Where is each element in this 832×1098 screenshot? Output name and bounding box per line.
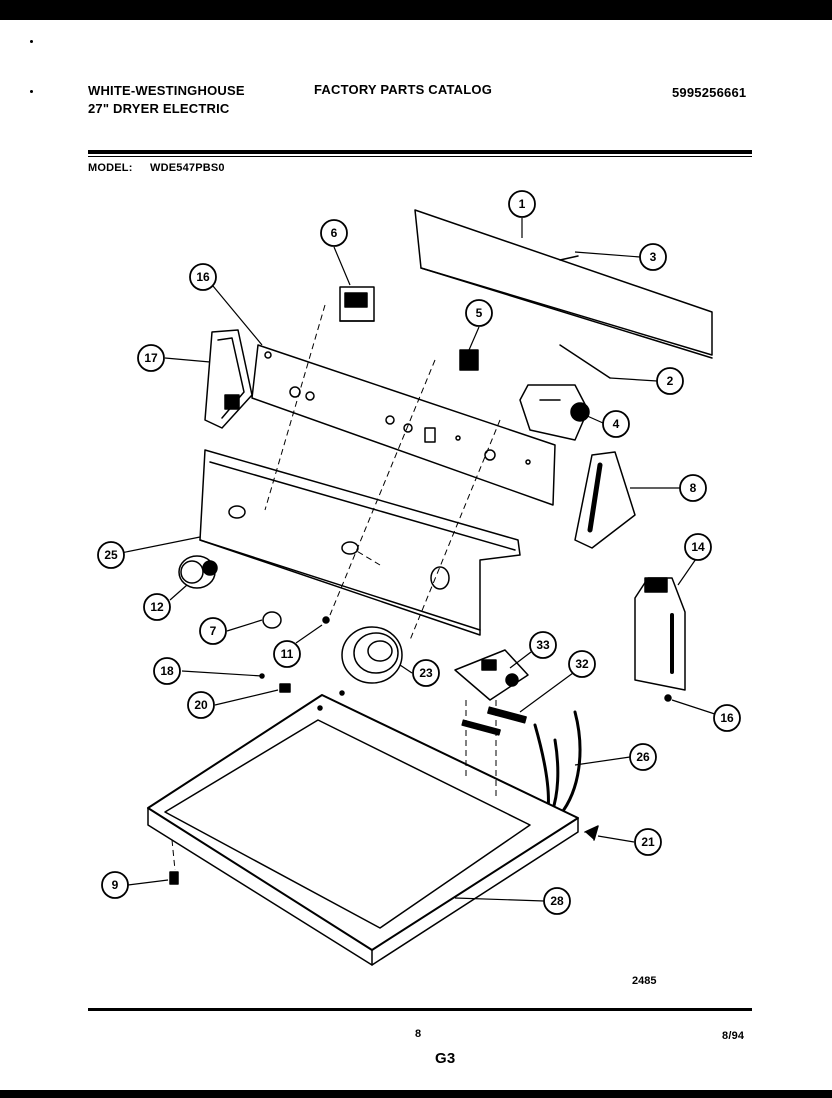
callout-23 [412, 659, 440, 687]
catalog-title: FACTORY PARTS CATALOG [314, 82, 493, 97]
callout-11 [273, 640, 301, 668]
section-code: G3 [435, 1050, 456, 1067]
callout-number: 28 [550, 894, 564, 908]
control-panel-frame-part [251, 344, 556, 506]
callout-number: 12 [150, 600, 164, 614]
callout-18 [153, 657, 181, 685]
brand-title: WHITE-WESTINGHOUSE [88, 83, 245, 98]
callout-number: 3 [650, 250, 657, 264]
leader-lines [110, 218, 728, 902]
callout-number: 33 [536, 638, 550, 652]
callout-number: 6 [331, 226, 338, 240]
callout-20 [187, 691, 215, 719]
header-rule-thick [88, 150, 752, 154]
callout-2 [656, 367, 684, 395]
callout-number: 4 [613, 417, 620, 431]
console-backsplash-part [199, 449, 521, 636]
callout-14 [684, 533, 712, 561]
cover-panel-part [414, 209, 713, 359]
screw-part-9 [169, 871, 179, 885]
callout-17 [137, 344, 165, 372]
callout-number: 17 [144, 351, 158, 365]
scan-speck [30, 90, 33, 93]
header-rule-thin [88, 156, 752, 157]
callout-16-right [713, 704, 741, 732]
bottom-border-bar [0, 1090, 832, 1098]
callout-number: 26 [636, 750, 650, 764]
callout-12 [143, 593, 171, 621]
revision-date: 8/94 [722, 1030, 745, 1042]
callout-number: 16 [196, 270, 210, 284]
callout-33 [529, 631, 557, 659]
drawing-number: 2485 [632, 975, 656, 987]
model-label: MODEL: [88, 162, 133, 174]
callouts [97, 190, 741, 915]
callout-number: 5 [476, 306, 483, 320]
callout-28 [543, 887, 571, 915]
callout-4 [602, 410, 630, 438]
top-border-bar [0, 0, 832, 20]
callout-number: 21 [641, 835, 655, 849]
model-number: WDE547PBS0 [150, 162, 225, 174]
callout-number: 7 [210, 624, 217, 638]
callout-7 [199, 617, 227, 645]
rod-part [559, 344, 611, 379]
left-end-cap-part [204, 329, 253, 429]
product-title: 27" DRYER ELECTRIC [88, 101, 230, 116]
catalog-number: 5995256661 [672, 85, 747, 100]
timer-part [519, 384, 590, 441]
callout-number: 11 [281, 647, 294, 661]
screw-part [322, 616, 330, 624]
switch-part [339, 286, 375, 322]
callout-number: 18 [160, 664, 174, 678]
circuit-board-part [454, 649, 529, 701]
callout-number: 20 [194, 698, 208, 712]
callout-25 [97, 541, 125, 569]
callout-number: 14 [691, 540, 705, 554]
callout-number: 25 [104, 548, 118, 562]
callout-21 [634, 828, 662, 856]
clip-part [584, 825, 599, 841]
callout-number: 8 [690, 481, 697, 495]
callout-number: 23 [419, 666, 433, 680]
footer-rule [88, 1008, 752, 1011]
page-number: 8 [415, 1028, 422, 1040]
strap-part [461, 706, 527, 736]
callout-6 [320, 219, 348, 247]
callout-number: 16 [720, 711, 734, 725]
callout-1 [508, 190, 536, 218]
small-switch-part [459, 349, 479, 371]
knob-part [178, 555, 218, 589]
callout-26 [629, 743, 657, 771]
top-panel-part [147, 690, 579, 966]
callout-number: 32 [575, 657, 589, 671]
callout-number: 9 [112, 878, 119, 892]
callout-9 [101, 871, 129, 899]
scan-speck [30, 40, 33, 43]
right-end-cap-part [574, 451, 636, 549]
callout-3 [639, 243, 667, 271]
callout-8 [679, 474, 707, 502]
terminal-bracket-part [634, 577, 686, 702]
callout-number: 2 [667, 374, 674, 388]
callout-5 [465, 299, 493, 327]
callout-number: 1 [519, 197, 526, 211]
clip-part-20 [279, 683, 291, 693]
callout-16-top [189, 263, 217, 291]
small-knob-part [262, 611, 282, 629]
callout-32 [568, 650, 596, 678]
alignment-lines [171, 304, 501, 871]
large-knob-part [341, 626, 403, 684]
